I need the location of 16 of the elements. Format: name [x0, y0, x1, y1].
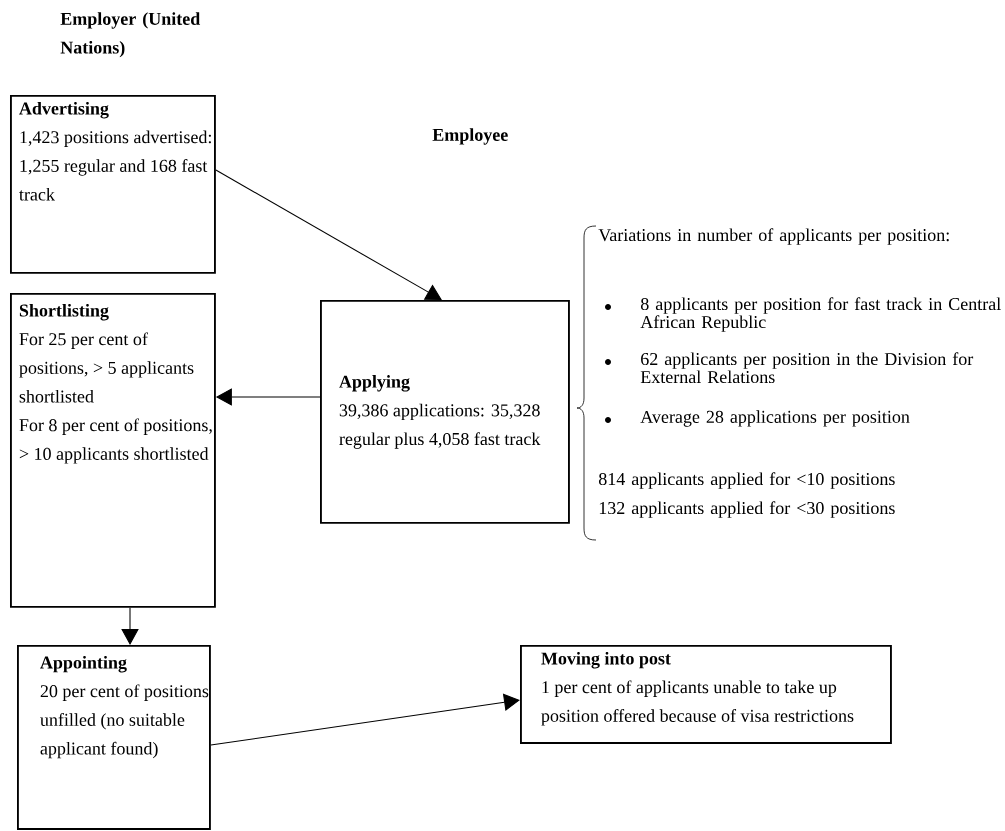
arrow: [215, 169, 442, 300]
arrow: [121, 607, 139, 645]
process-box: Appointing 20 per cent of positions unfilled (no suitable applicant found): [17, 645, 211, 830]
process-box: Moving into post 1 per cent of applicants unable to take up position offered because of visa restrictions: [520, 645, 892, 744]
note-text: 132 applicants applied for <30 positions: [599, 501, 895, 518]
note-text: Employer (United Nations): [60, 12, 201, 58]
process-box: Shortlisting For 25 per cent of positions, > 5 applicants shortlisted For 8 per cent of positions, > 10 applicants shortlisted: [10, 293, 216, 608]
list-item: 8 applicants per position for fast track in Central African Republic: [640, 297, 1001, 332]
note-text: 814 applicants applied for <10 positions: [598, 472, 895, 489]
note-text: Employee: [432, 128, 508, 145]
arrow: [210, 693, 520, 746]
process-box: Applying 39,386 applications: 35,328 regular plus 4,058 fast track: [320, 300, 570, 524]
note-text: Variations in number of applicants per position:: [598, 228, 949, 245]
list-item: Average 28 applications per position: [640, 410, 910, 427]
process-box: Advertising 1,423 positions advertised: 1,255 regular and 168 fast track: [10, 95, 216, 274]
list-item: 62 applicants per position in the Division for External Relations: [640, 352, 974, 384]
